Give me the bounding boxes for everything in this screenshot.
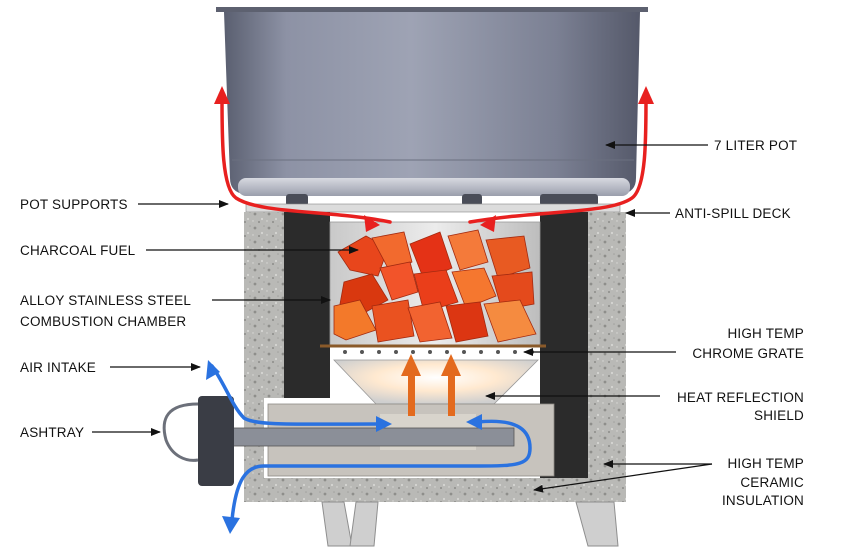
label-reflection-line2: SHIELD	[754, 408, 804, 423]
label-air-intake: AIR INTAKE	[20, 360, 96, 375]
label-chamber-line1: ALLOY STAINLESS STEEL	[20, 293, 191, 308]
label-pot-supports: POT SUPPORTS	[20, 197, 128, 212]
label-anti-spill-deck: ANTI-SPILL DECK	[675, 206, 791, 221]
stove-legs	[321, 501, 619, 547]
label-charcoal-fuel: CHARCOAL FUEL	[20, 243, 136, 258]
pot	[216, 7, 648, 196]
label-insulation-line3: INSULATION	[722, 493, 804, 508]
charcoal-fuel	[333, 229, 537, 343]
ceramic-insulation	[244, 212, 626, 502]
heat-reflection-shield	[333, 359, 539, 405]
label-reflection-line1: HEAT REFLECTION	[677, 390, 804, 405]
label-insulation-line2: CERAMIC	[740, 475, 804, 490]
pot-supports	[286, 194, 598, 206]
hot-air-flow	[220, 96, 648, 224]
ashtray	[162, 396, 555, 486]
label-chamber-line2: COMBUSTION CHAMBER	[20, 314, 186, 329]
chrome-grate	[320, 344, 546, 354]
leader-lines	[92, 141, 713, 493]
label-grate-line2: CHROME GRATE	[692, 346, 804, 361]
hot-air-arrowheads	[214, 86, 654, 232]
leader-insulation-b	[533, 463, 713, 493]
label-pot: 7 LITER POT	[714, 138, 797, 153]
inner-liner	[284, 212, 588, 478]
label-grate-line1: HIGH TEMP	[727, 326, 804, 341]
air-intake-flow	[210, 364, 532, 522]
air-intake-arrowheads	[206, 360, 482, 534]
label-insulation-line1: HIGH TEMP	[727, 456, 804, 471]
heat-rise-flow	[401, 354, 461, 416]
anti-spill-deck	[245, 203, 621, 213]
label-ashtray: ASHTRAY	[20, 425, 84, 440]
